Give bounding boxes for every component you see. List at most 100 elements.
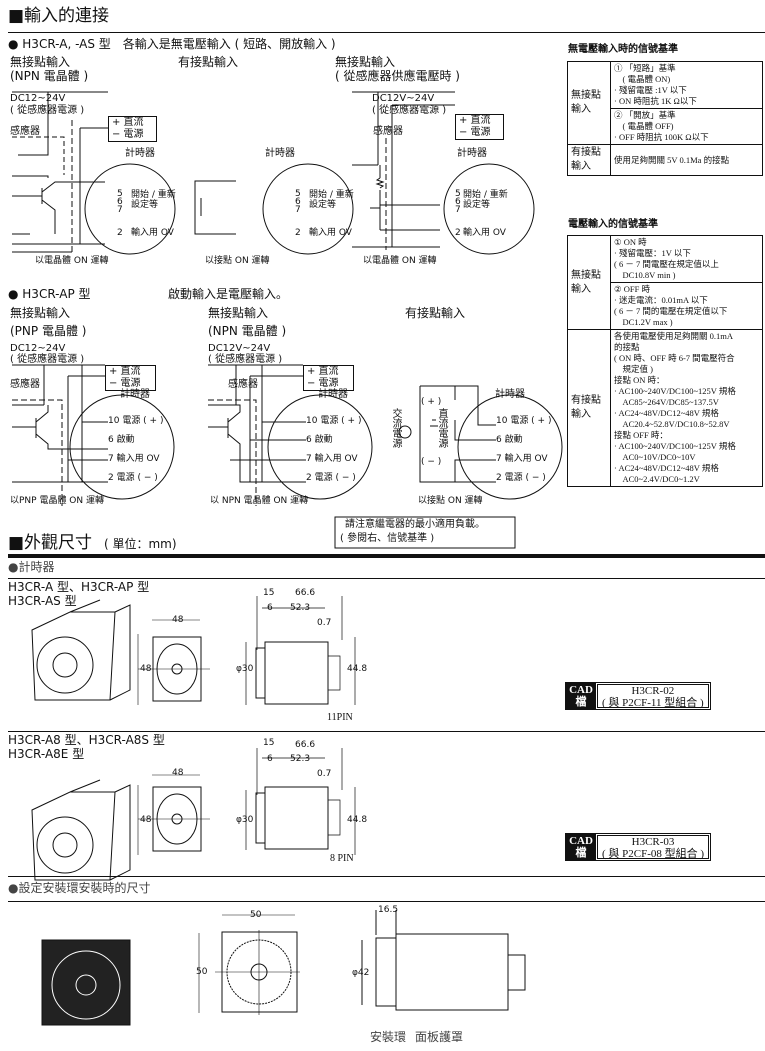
warning-line2: ( 參閱右、信號基準 ) xyxy=(340,533,435,544)
supply-sub: ( 從感應器電源 ) xyxy=(208,354,283,365)
supply-label: DC12~24V xyxy=(10,343,66,354)
divider xyxy=(8,578,765,579)
dim-07: 0.7 xyxy=(317,769,332,779)
dim-15: 15 xyxy=(263,738,275,748)
timer-circle xyxy=(262,163,354,255)
section-title-dimensions: ■外觀尺寸 xyxy=(8,533,93,553)
dim-42: φ42 xyxy=(352,968,370,978)
dim-48: 48 xyxy=(140,664,152,674)
sensor-label: 感應器 xyxy=(10,379,40,390)
dc-plus: + 直流 xyxy=(459,115,491,126)
sec1-col1-sub: (NPN 電晶體 ) xyxy=(10,69,89,83)
table-row: 無接點輸入 ① 「短路」基準 ( 電晶體 ON)· 殘留電壓 :1V 以下· O… xyxy=(567,61,763,145)
pin-10: 10 電源 ( + ) xyxy=(496,416,552,426)
dc-supply-label: 直流電源 xyxy=(436,408,447,448)
unit-label: ( 單位：mm) xyxy=(104,537,177,551)
product-image xyxy=(31,599,131,701)
table2-title: 電壓輸入的信號基準 xyxy=(568,219,658,230)
pin-start-label2: 設定等 xyxy=(309,200,337,210)
timer-circle xyxy=(443,163,535,255)
divider xyxy=(8,876,765,877)
dim-07: 0.7 xyxy=(317,618,332,628)
pin-numbers: 5 6 7 xyxy=(455,189,461,215)
dc-minus: − 電源 xyxy=(109,378,141,389)
dc-supply-box: + 直流− 電源 xyxy=(108,116,157,142)
no-voltage-signal-table: 無接點輸入 ① 「短路」基準 ( 電晶體 ON)· 殘留電壓 :1V 以下· O… xyxy=(567,61,763,176)
plus-label: ( + ) xyxy=(421,397,442,407)
sec2-header: ● H3CR-AP 型 xyxy=(8,287,91,301)
pin-start-label: 開始 / 重新 xyxy=(131,190,176,200)
sec1-header: ● H3CR-A, -AS 型 各輸入是無電壓輸入 ( 短路、開放輸入 ) xyxy=(8,37,336,51)
sec2-col2-label: 無接點輸入 xyxy=(208,306,269,320)
divider xyxy=(8,731,765,732)
cad-key: CAD 檔 xyxy=(566,834,596,860)
pin-10: 10 電源 ( + ) xyxy=(306,416,362,426)
supply-sub: ( 從感應器電源 ) xyxy=(10,105,85,116)
ring-subsection: ●設定安裝環安裝時的尺寸 xyxy=(8,881,151,895)
dc-minus: − 電源 xyxy=(112,129,144,140)
caption: 以接點 ON 運轉 xyxy=(205,256,270,266)
sensor-label: 感應器 xyxy=(228,379,258,390)
model-group-2: H3CR-A8 型、H3CR-A8S 型 xyxy=(8,733,165,747)
timer-label: 計時器 xyxy=(457,148,487,159)
model-group-1: H3CR-A 型、H3CR-AP 型 xyxy=(8,580,150,594)
table-row: 無接點輸入 ① ON 時· 殘留電壓：1V 以下( 6 － 7 間電壓在規定值以… xyxy=(567,235,763,330)
caption: 以 NPN 電晶體 ON 運轉 xyxy=(210,496,309,506)
sec2-col2-sub: (NPN 電晶體 ) xyxy=(208,324,287,338)
pin-start-label: 開始 / 重新 xyxy=(463,190,508,200)
pin2-label: 輸入用 OV xyxy=(131,228,174,238)
pin-6: 6 啟動 xyxy=(306,435,333,445)
pin2: 2 xyxy=(455,228,461,238)
table-row: 有接點輸入使用足夠開關 5V 0.1Ma 的接點 xyxy=(567,144,763,176)
dc-supply-box: + 直流− 電源 xyxy=(455,114,504,140)
pin-6: 6 啟動 xyxy=(496,435,523,445)
divider-thick xyxy=(8,554,765,558)
model-group-1b: H3CR-AS 型 xyxy=(8,594,77,608)
dim-66: 66.6 xyxy=(295,588,316,598)
pin2-label: 輸入用 OV xyxy=(463,228,506,238)
pin-count: 8 PIN xyxy=(330,853,354,864)
dim-48: 48 xyxy=(172,768,184,778)
dim-52: 52.3 xyxy=(290,754,311,764)
supply-label: DC12V~24V xyxy=(208,343,271,354)
panel-cover-label: 面板護罩 xyxy=(415,1030,464,1044)
pin-7: 7 輸入用 OV xyxy=(108,454,160,464)
dim-30: φ30 xyxy=(236,664,254,674)
dc-minus: − 電源 xyxy=(307,378,339,389)
row-head: 無接點輸入 xyxy=(567,235,611,330)
timer-label: 計時器 xyxy=(265,148,295,159)
dc-minus: − 電源 xyxy=(459,127,491,138)
dim-15: 15 xyxy=(263,588,275,598)
pin2: 2 xyxy=(117,228,123,238)
timer-label: 計時器 xyxy=(318,389,348,400)
timer-subsection: ●計時器 xyxy=(8,560,55,574)
supply-label: DC12V~24V xyxy=(372,93,435,104)
dc-plus: + 直流 xyxy=(109,366,141,377)
dim-30: φ30 xyxy=(236,815,254,825)
warning-box-frame xyxy=(334,516,516,549)
sensor-label: 感應器 xyxy=(10,126,40,137)
pin-2: 2 電源 ( − ) xyxy=(108,473,158,483)
warning-line1: 請注意繼電器的最小適用負載。 xyxy=(345,519,485,530)
sec1-col3-sub: ( 從感應器供應電壓時 ) xyxy=(335,69,460,83)
sec1-col3-label: 無接點輸入 xyxy=(335,55,396,69)
cad-value: H3CR-02( 與 P2CF-11 型組合 ) xyxy=(597,684,709,709)
timer-label: 計時器 xyxy=(120,389,150,400)
row-head: 有接點輸入 xyxy=(567,144,611,176)
caption: 以電晶體 ON 運轉 xyxy=(35,256,109,266)
cad-value: H3CR-03( 與 P2CF-08 型組合 ) xyxy=(597,835,710,860)
dim-44: 44.8 xyxy=(347,664,368,674)
sec2-col1-sub: (PNP 電晶體 ) xyxy=(10,324,87,338)
ac-supply-label: 交流電源 xyxy=(390,408,401,448)
pin-start-label2: 設定等 xyxy=(131,200,159,210)
section-title-input-connection: ■輸入的連接 xyxy=(8,6,110,26)
dim-50: 50 xyxy=(196,967,208,977)
pin-2: 2 電源 ( − ) xyxy=(306,473,356,483)
pin-numbers: 5 6 7 xyxy=(117,189,123,215)
timer-label: 計時器 xyxy=(495,389,525,400)
pin-6: 6 啟動 xyxy=(108,435,135,445)
